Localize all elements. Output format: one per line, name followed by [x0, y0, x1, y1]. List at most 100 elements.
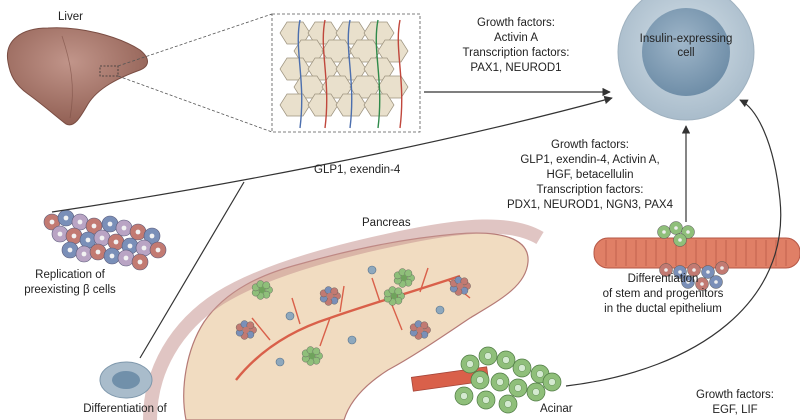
beta-cell-nucleus: [127, 243, 133, 249]
ductal-cell: [275, 357, 285, 367]
islet-core: [390, 292, 398, 300]
acinar-cluster: [410, 346, 562, 414]
acinar-lumen: [536, 370, 544, 378]
progenitor-nucleus: [686, 280, 690, 284]
arrow-glp1-to-cell: [51, 95, 613, 213]
beta-cell-nucleus: [95, 249, 101, 255]
islet-cell: [460, 277, 469, 286]
beta-cell-nucleus: [71, 233, 77, 239]
progenitor-nucleus: [706, 270, 710, 274]
hepatic-transcription-items: PAX1, NEUROD1: [470, 62, 562, 74]
acinar-lumen: [502, 356, 510, 364]
hepatocyte: [307, 93, 339, 117]
beta-cell-nucleus: [49, 219, 55, 225]
ductal-transcription-items: PDX1, NEUROD1, NGN3, PAX4: [507, 199, 673, 211]
hepatic-growth-heading: Growth factors:: [477, 17, 555, 29]
insulin-expressing-cell: [617, 0, 755, 121]
replication-line2: preexisting β cells: [24, 284, 116, 296]
ductal-epithelium: [593, 221, 800, 291]
ductal-cell: [347, 335, 357, 345]
progenitor-nucleus: [664, 268, 668, 272]
acinar-lumen: [514, 384, 522, 392]
islet-cell: [246, 321, 255, 330]
ductal-factors: Growth factors: GLP1, exendin-4, Activin…: [490, 138, 690, 213]
islet-core: [308, 352, 316, 360]
acinar-lumen: [484, 352, 492, 360]
islet-core: [258, 286, 266, 294]
islet-core: [400, 274, 408, 282]
beta-cell-nucleus: [63, 215, 69, 221]
beta-cell-nucleus: [149, 233, 155, 239]
progenitor-nucleus: [686, 230, 690, 234]
hepatic-transcription-heading: Transcription factors:: [462, 47, 570, 59]
islet-cell: [394, 287, 403, 296]
beta-cell-nucleus: [137, 259, 143, 265]
islet-core: [326, 292, 334, 300]
acinar-lumen: [482, 396, 490, 404]
acinar-lumen: [476, 376, 484, 384]
hepatic-growth-items: Activin A: [493, 32, 539, 44]
ductal-cell: [367, 265, 377, 275]
replication-line1: Replication of: [35, 269, 105, 281]
islet-cell: [330, 287, 339, 296]
islet-cell: [312, 347, 321, 356]
islet-core: [242, 326, 250, 334]
acinar-lumen: [496, 378, 504, 386]
hepatic-factors: Growth factors: Activin A Transcription …: [436, 16, 596, 76]
beta-cell-nucleus: [91, 223, 97, 229]
acinar-lumen: [466, 360, 474, 368]
progenitor-nucleus: [674, 226, 678, 230]
liver-illustration: [6, 27, 148, 126]
hepatocyte: [377, 39, 409, 63]
acinar-lumen: [504, 400, 512, 408]
arrow-progenitor-line: [139, 181, 245, 359]
arrows: [51, 87, 782, 387]
progenitor-nucleus: [714, 280, 718, 284]
sinusoid-vessel: [297, 19, 303, 129]
progenitor-nucleus: [692, 268, 696, 272]
beta-cell-nucleus: [77, 219, 83, 225]
arrow-acinar-to-cell: [565, 99, 782, 387]
ductal-growth-heading: Growth factors:: [551, 139, 629, 151]
acinar-lumen: [548, 378, 556, 386]
beta-cell-nucleus: [113, 239, 119, 245]
ductal-diff-label: Differentiation of stem and progenitors …: [588, 272, 738, 317]
pancreas-label: Pancreas: [362, 217, 411, 229]
glp1-label: GLP1, exendin-4: [314, 164, 401, 176]
pancreas-illustration: [143, 219, 544, 420]
beta-cell-nucleus: [81, 251, 87, 257]
progenitor-nucleus: [662, 230, 666, 234]
beta-cell-nucleus: [107, 221, 113, 227]
beta-cell-nucleus: [67, 247, 73, 253]
beta-cell-nucleus: [141, 245, 147, 251]
sinusoid-vessel: [397, 19, 403, 129]
islet-core: [416, 326, 424, 334]
beta-cell-nucleus: [85, 237, 91, 243]
beta-cell-nucleus: [99, 235, 105, 241]
sinusoid-vessel: [347, 19, 353, 129]
replication-label: Replication of preexisting β cells: [10, 268, 130, 298]
hepatocyte-inset: [271, 13, 421, 133]
ductal-growth-line2: HGF, betacellulin: [546, 169, 634, 181]
insulin-cell-label: Insulin-expressing cell: [639, 33, 733, 59]
islet-core: [456, 282, 464, 290]
beta-cell-nucleus: [57, 231, 63, 237]
islet-cell: [404, 269, 413, 278]
beta-cell-nucleus: [121, 225, 127, 231]
progenitor-nucleus: [720, 266, 724, 270]
beta-cell-cluster: [43, 209, 167, 271]
beta-cell-nucleus: [135, 229, 141, 235]
sinusoid-vessel: [375, 19, 381, 129]
islet-cell: [262, 281, 271, 290]
acinar-lumen: [518, 364, 526, 372]
acinar-label: Acinar: [540, 403, 573, 415]
acinar-factors: Growth factors: EGF, LIF: [680, 388, 790, 418]
ductal-diff-line2: of stem and progenitors: [602, 288, 724, 300]
acinar-growth-items: EGF, LIF: [712, 404, 758, 416]
liver-label: Liver: [58, 11, 83, 23]
zoom-lines: [117, 13, 273, 133]
acinar-lumen: [532, 388, 540, 396]
liver-zoom-region: [99, 65, 119, 77]
progenitor-nucleus: [678, 270, 682, 274]
